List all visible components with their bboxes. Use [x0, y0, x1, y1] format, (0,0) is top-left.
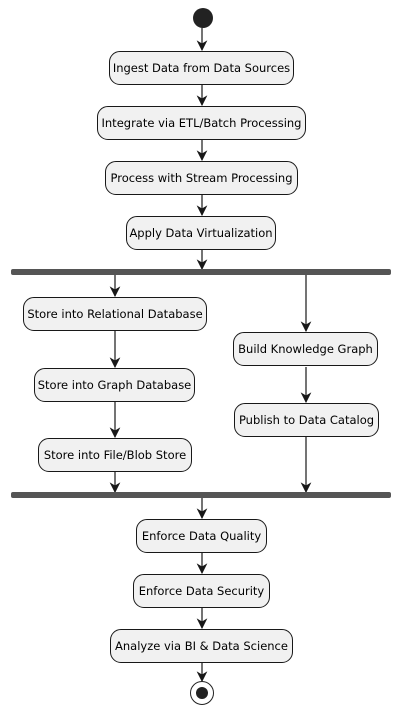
activity-analyze-bi: Analyze via BI & Data Science — [110, 629, 293, 663]
activity-stream-processing: Process with Stream Processing — [105, 161, 298, 195]
end-node — [190, 681, 214, 705]
end-node-core — [195, 686, 208, 699]
activity-publish-catalog: Publish to Data Catalog — [234, 403, 379, 437]
activity-store-relational: Store into Relational Database — [23, 297, 207, 331]
activity-ingest-data: Ingest Data from Data Sources — [109, 51, 294, 85]
start-node — [193, 8, 213, 28]
activity-data-virtualization: Apply Data Virtualization — [126, 216, 276, 250]
activity-store-graph: Store into Graph Database — [34, 368, 195, 402]
activity-integrate-etl: Integrate via ETL/Batch Processing — [97, 106, 306, 140]
activity-data-security: Enforce Data Security — [133, 574, 270, 608]
join-bar — [11, 492, 391, 498]
activity-data-quality: Enforce Data Quality — [136, 519, 267, 553]
activity-store-blob: Store into File/Blob Store — [38, 438, 192, 472]
activity-build-knowledge-graph: Build Knowledge Graph — [233, 332, 378, 366]
fork-bar — [11, 269, 391, 275]
